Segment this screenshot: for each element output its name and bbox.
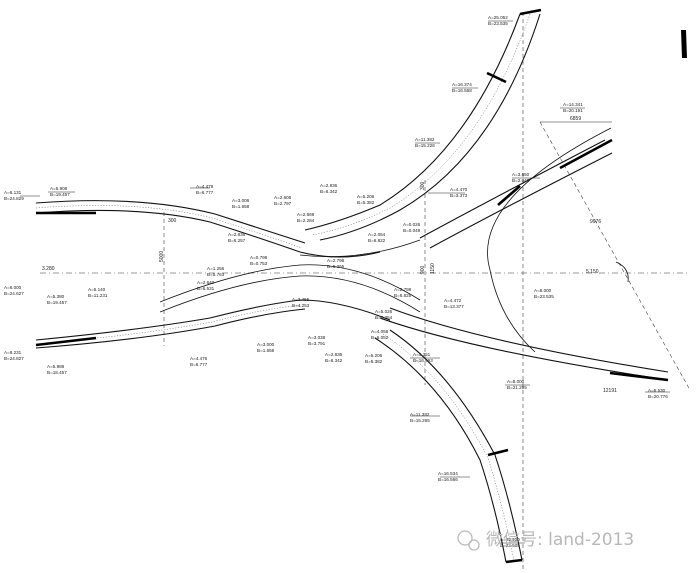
dimension-300-left: 300	[168, 218, 177, 224]
road-se-ramp	[374, 329, 523, 564]
road-ne-ramp	[304, 8, 542, 241]
road-central	[159, 239, 421, 313]
watermark: 微信号: land-2013	[457, 530, 634, 551]
dimension-1150: 1150	[430, 263, 436, 274]
road-west-upper	[35, 200, 381, 258]
dimension-900: 900	[420, 265, 426, 274]
watermark-text: 微信号: land-2013	[486, 530, 634, 550]
road-east-upper	[419, 138, 613, 249]
annotation-leaders	[20, 20, 670, 544]
wechat-icon	[457, 530, 473, 546]
dimension-labels: 6859 9976 5.150 3.280 12191 5000 900 115…	[42, 116, 617, 394]
dimension-5000: 5000	[159, 251, 165, 262]
road-east-lower	[379, 307, 669, 382]
north-arrow-icon	[681, 30, 687, 58]
dimension-6859: 6859	[570, 116, 581, 122]
dimension-3280: 3.280	[42, 266, 55, 272]
dimension-5150: 5.150	[586, 269, 599, 275]
dimension-9976: 9976	[590, 219, 601, 225]
dimension-300-top: 300	[420, 181, 426, 190]
construction-lines	[40, 12, 691, 572]
dimension-12191: 12191	[603, 388, 617, 394]
road-west-lower	[35, 299, 391, 349]
